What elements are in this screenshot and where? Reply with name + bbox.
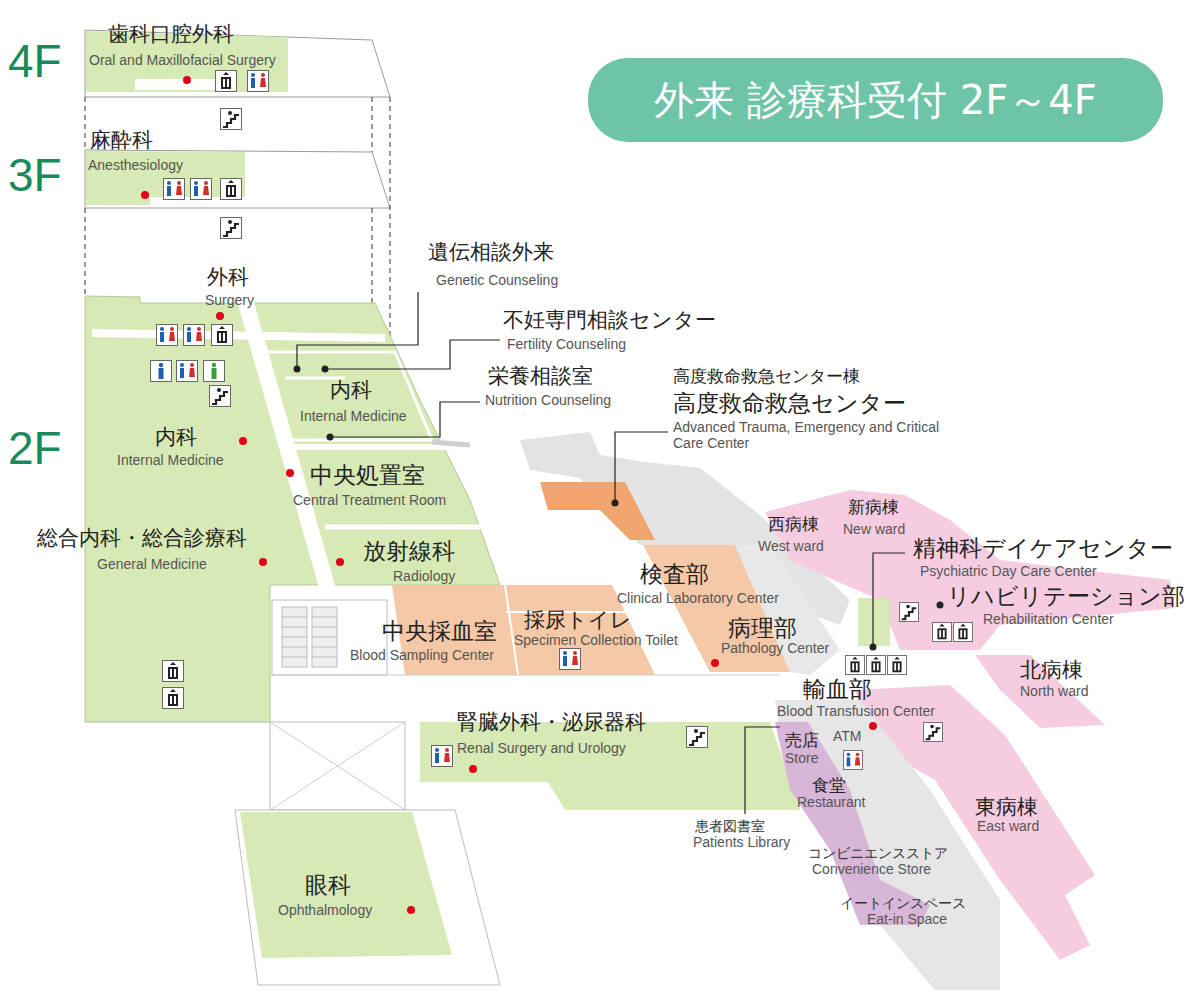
english-label: Surgery: [205, 292, 254, 308]
english-label: Advanced Trauma, Emergency and Critical …: [673, 419, 963, 451]
department-label: 東病棟: [975, 795, 1038, 819]
english-label: North ward: [1020, 683, 1088, 699]
floor-label: 2F: [8, 425, 62, 471]
english-label: Radiology: [393, 568, 455, 584]
department-area: [420, 722, 800, 810]
department-label: コンビニエンスストア: [808, 845, 948, 861]
english-label: Convenience Store: [812, 861, 931, 877]
floor-edge: [85, 675, 780, 722]
leader-line: [745, 727, 780, 814]
department-label: 内科: [330, 378, 372, 402]
floor-plate: [85, 150, 390, 208]
english-label: Blood Transfusion Center: [777, 703, 935, 719]
english-label: West ward: [758, 538, 824, 554]
atrium: [272, 600, 387, 675]
department-area: [240, 812, 452, 958]
corridor: [135, 79, 220, 90]
department-label: 麻酔科: [90, 128, 153, 152]
department-label: 不妊専門相談センター: [503, 308, 716, 332]
department-label: 新病棟: [848, 498, 899, 518]
department-label: 売店: [785, 731, 819, 751]
department-label: リハビリテーション部: [947, 583, 1185, 609]
leader-line: [297, 292, 418, 369]
location-dots: [294, 366, 944, 651]
english-label: ATM: [833, 728, 862, 744]
department-label: 検査部: [640, 561, 709, 587]
stairs-lines: [282, 617, 337, 657]
department-label: 高度救命救急センター棟: [673, 367, 860, 387]
department-label: 中央処置室: [310, 462, 425, 488]
english-label: Anesthesiology: [88, 157, 183, 173]
department-label: 外科: [207, 265, 249, 289]
department-label: 高度救命救急センター: [673, 390, 906, 416]
english-label: Psychiatric Day Care Center: [920, 563, 1097, 579]
department-label: 腎臓外科・泌尿器科: [457, 710, 646, 734]
english-label: Nutrition Counseling: [485, 392, 611, 408]
leader-line: [873, 553, 905, 647]
department-label: 患者図書室: [695, 818, 765, 834]
department-label: 採尿トイレ: [524, 608, 632, 632]
english-label: East ward: [977, 818, 1039, 834]
department-area: [86, 151, 245, 205]
department-label: 精神科デイケアセンター: [913, 535, 1173, 561]
department-label: 歯科口腔外科: [108, 22, 234, 46]
department-label: 西病棟: [768, 515, 819, 535]
ward-area: [765, 490, 1175, 650]
english-label: General Medicine: [97, 556, 207, 572]
english-label: Genetic Counseling: [436, 272, 558, 288]
floor-label: 3F: [8, 152, 62, 198]
department-label: 放射線科: [363, 538, 455, 564]
department-label: 病理部: [728, 615, 797, 641]
department-area: [540, 482, 655, 540]
english-label: Internal Medicine: [300, 408, 407, 424]
department-label: 輸血部: [803, 676, 872, 702]
english-label: Rehabilitation Center: [983, 611, 1114, 627]
ward-area: [975, 655, 1105, 728]
english-label: Ophthalmology: [278, 902, 372, 918]
department-label: 栄養相談室: [488, 364, 593, 388]
department-label: 北病棟: [1020, 658, 1083, 682]
leader-line: [325, 340, 500, 369]
english-label: Fertility Counseling: [507, 336, 626, 352]
english-label: Specimen Collection Toilet: [514, 632, 678, 648]
atrium-cross: [270, 722, 405, 810]
department-label: 内科: [155, 425, 197, 449]
corridor: [325, 525, 485, 530]
english-label: Clinical Laboratory Center: [617, 590, 779, 606]
english-label: Pathology Center: [721, 640, 829, 656]
reception-dots: [141, 76, 877, 914]
title-banner: [588, 58, 1163, 142]
department-label: 遺伝相談外来: [428, 240, 554, 264]
department-label: 総合内科・総合診療科: [37, 526, 247, 550]
english-label: Restaurant: [797, 794, 865, 810]
shop-area: [775, 722, 930, 925]
english-label: Patients Library: [693, 834, 790, 850]
leader-line: [615, 432, 668, 503]
english-label: Oral and Maxillofacial Surgery: [89, 52, 276, 68]
department-area: [85, 296, 500, 722]
corridor: [92, 333, 385, 338]
atrium: [270, 722, 405, 810]
corridor: [432, 442, 470, 445]
department-area: [858, 598, 890, 646]
elevator-icons: [163, 71, 973, 709]
department-label: 食堂: [812, 776, 846, 796]
building-area: [775, 700, 1000, 990]
english-label: Blood Sampling Center: [350, 647, 494, 663]
title-text: 外来 診療科受付 2F～4F: [588, 58, 1163, 142]
floor-plate: [235, 810, 500, 985]
english-label: Renal Surgery and Urology: [457, 740, 626, 756]
english-label: Store: [785, 750, 818, 766]
department-label: 中央採血室: [382, 618, 497, 644]
department-label: 眼科: [305, 872, 351, 898]
department-label: イートインスペース: [840, 895, 966, 911]
room-outline: [258, 352, 432, 440]
english-label: Central Treatment Room: [293, 492, 446, 508]
floor-label: 4F: [8, 38, 62, 84]
english-label: New ward: [843, 521, 905, 537]
english-label: Eat-in Space: [867, 911, 947, 927]
english-label: Internal Medicine: [117, 452, 224, 468]
